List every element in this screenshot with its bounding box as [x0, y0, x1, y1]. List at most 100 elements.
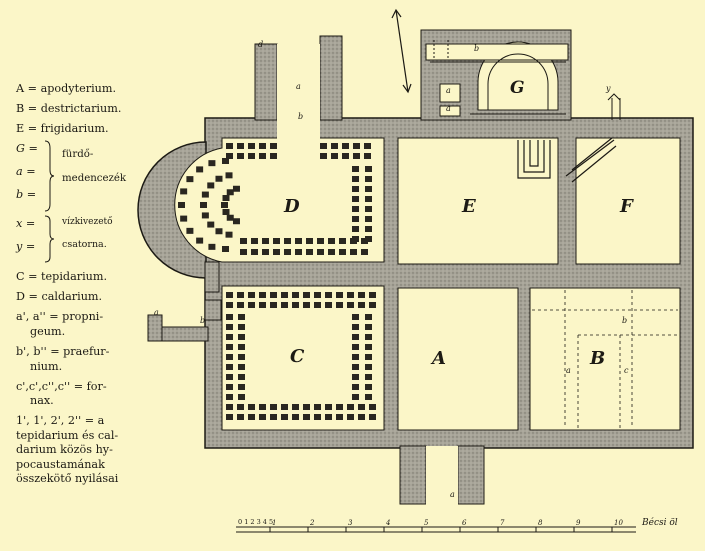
hypocaust-pillar [248, 153, 255, 159]
hypocaust-pillar [238, 314, 245, 320]
legend-D: D = caldarium. [16, 290, 103, 304]
hypocaust-pillar [281, 292, 288, 298]
hypocaust-pillar [273, 238, 280, 244]
legend-pools: G = a = b = fürdő- medencezék [16, 140, 148, 212]
hypocaust-pillar [178, 202, 185, 208]
room-label-E: E [462, 196, 476, 217]
room-label-D: D [284, 196, 300, 217]
legend-drain-text-2: csatorna. [62, 239, 107, 251]
hypocaust-pillar [365, 196, 372, 202]
legend-drains: x = y = vízkivezető csatorna. [16, 215, 148, 265]
label-a-room-B: a [566, 366, 571, 375]
legend-n-line1: 1', 1', 2', 2'' = a [16, 414, 105, 428]
hypocaust-pillar [295, 238, 302, 244]
hypocaust-pillar [365, 176, 372, 182]
hypocaust-pillar [226, 364, 233, 370]
scale-caption: Bécsi öl [642, 518, 678, 528]
hypocaust-pillar [325, 404, 332, 410]
hypocaust-pillar [365, 166, 372, 172]
hypocaust-pillar [325, 414, 332, 420]
hypocaust-pillar [226, 374, 233, 380]
hypocaust-pillar [232, 218, 240, 225]
hypocaust-pillar [352, 334, 359, 340]
scale-tick-label: 8 [538, 519, 543, 527]
hypocaust-pillar [248, 404, 255, 410]
hypocaust-pillar [325, 302, 332, 308]
label-b-room-B: b [622, 316, 628, 325]
hypocaust-pillar [369, 414, 376, 420]
hypocaust-pillars [178, 143, 376, 420]
hypocaust-pillar [361, 249, 368, 255]
hypocaust-pillar [365, 374, 372, 380]
hypocaust-pillar [222, 208, 230, 215]
hypocaust-pillar [270, 143, 277, 149]
hypocaust-pillar [314, 414, 321, 420]
hypocaust-pillar [262, 238, 269, 244]
hypocaust-pillar [369, 404, 376, 410]
room-label-C: C [290, 346, 305, 367]
hypocaust-pillar [226, 324, 233, 330]
hypocaust-pillar [281, 414, 288, 420]
hypocaust-pillar [251, 238, 258, 244]
scale-tick-label: 2 [309, 519, 315, 527]
hypocaust-pillar [237, 414, 244, 420]
hypocaust-pillar [336, 414, 343, 420]
legend-c-line2: nax. [30, 394, 54, 408]
legend-n-line3: darium közös hy- [16, 443, 113, 457]
hypocaust-pillar [320, 153, 327, 159]
hypocaust-pillar [196, 166, 204, 173]
hypocaust-pillar [222, 246, 229, 252]
hypocaust-pillar [358, 292, 365, 298]
hypocaust-pillar [352, 394, 359, 400]
hypocaust-pillar [270, 292, 277, 298]
legend-pool-a: a = [16, 165, 36, 179]
hypocaust-pillar [201, 191, 209, 198]
room-label-B: B [590, 348, 606, 369]
hypocaust-pillar [270, 302, 277, 308]
hypocaust-pillar [226, 334, 233, 340]
hypocaust-pillar [270, 404, 277, 410]
hypocaust-pillar [352, 196, 359, 202]
hypocaust-pillar [259, 404, 266, 410]
legend-n-line5: összekötő nyilásai [16, 472, 119, 486]
hypocaust-pillar [292, 414, 299, 420]
hypocaust-pillar [361, 238, 368, 244]
hypocaust-pillar [353, 143, 360, 149]
hypocaust-pillar [336, 292, 343, 298]
hypocaust-pillar [358, 404, 365, 410]
hypocaust-pillar [365, 314, 372, 320]
drain-y [607, 93, 621, 120]
hypocaust-pillar [215, 175, 223, 182]
hypocaust-pillar [240, 238, 247, 244]
hypocaust-pillar [347, 292, 354, 298]
hypocaust-pillar [226, 292, 233, 298]
scale-start: 0 1 2 3 4 5 [238, 518, 274, 526]
hypocaust-pillar [273, 249, 280, 255]
scale-tick-label: 5 [424, 519, 429, 527]
hypocaust-pillar [352, 314, 359, 320]
hypocaust-pillar [222, 158, 229, 164]
hypocaust-pillar [365, 186, 372, 192]
label-b-pool: b [474, 44, 480, 53]
hypocaust-pillar [347, 414, 354, 420]
label-a-top: a [296, 82, 301, 91]
hypocaust-pillar [306, 238, 313, 244]
hypocaust-pillar [295, 249, 302, 255]
hypocaust-pillar [336, 404, 343, 410]
pool-steps [517, 137, 617, 183]
hypocaust-pillar [207, 221, 215, 228]
legend: A = apodyterium. B = destrictarium. E = … [16, 82, 148, 487]
legend-pool-G: G = [16, 142, 38, 156]
hypocaust-pillar [342, 143, 349, 149]
hypocaust-pillar [317, 238, 324, 244]
legend-pool-text-1: fürdő- [62, 149, 94, 161]
hypocaust-pillar [358, 414, 365, 420]
hypocaust-pillar [259, 143, 266, 149]
north-arrow-icon [391, 8, 412, 94]
hypocaust-pillar [226, 214, 234, 221]
legend-b-line1: b', b'' = praefur- [16, 344, 110, 358]
brace-icon [44, 215, 54, 263]
label-a-bottom: a [450, 490, 455, 499]
b-room-dashes [532, 290, 678, 428]
